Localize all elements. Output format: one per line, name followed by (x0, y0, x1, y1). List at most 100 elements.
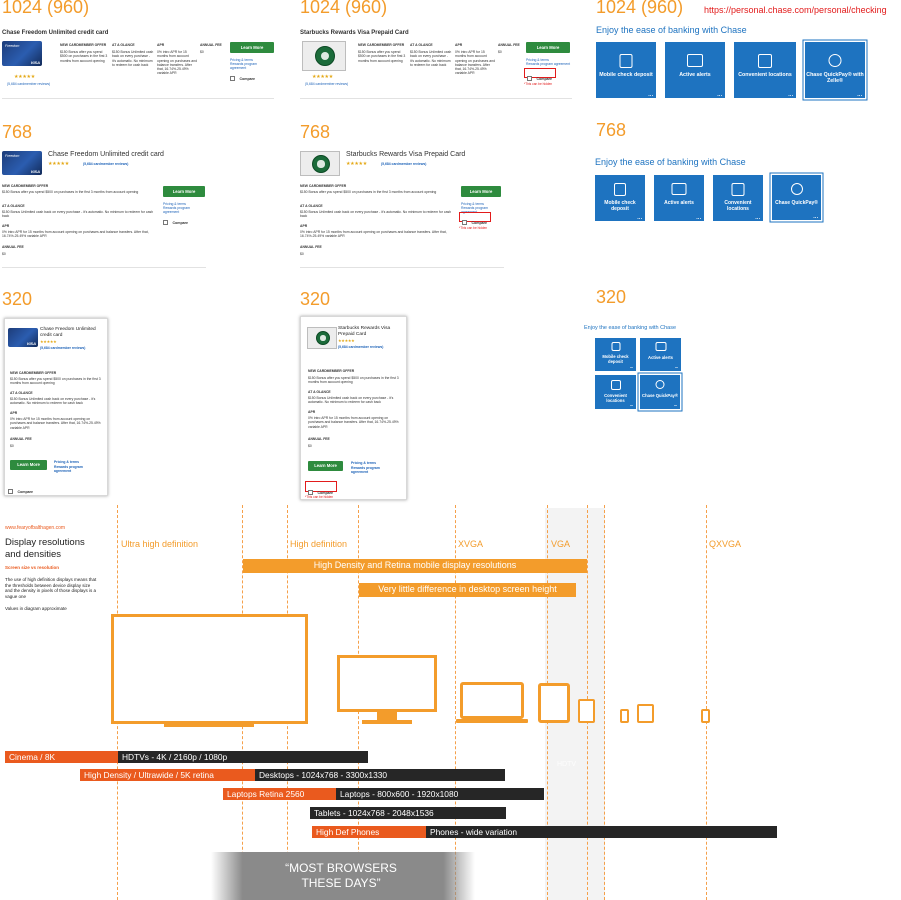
source-link[interactable]: www.fearyofbalthagen.com (5, 525, 66, 531)
bp-1024-label-a: 1024 (960) (2, 0, 90, 17)
tile-mobile-deposit-768[interactable]: Mobile check deposit ... (595, 175, 645, 221)
card-title[interactable]: Starbucks Rewards Visa Prepaid Card (300, 30, 409, 36)
phablet-icon (637, 704, 654, 723)
tile-label: Mobile check deposit (604, 200, 636, 212)
tile-active-alerts-1024[interactable]: Active alerts ... (665, 42, 725, 98)
learn-more-button[interactable]: Learn More (526, 42, 570, 53)
pricing-link[interactable]: Pricing & terms (54, 460, 80, 464)
starbucks-card-image (307, 327, 337, 349)
bp-768-label-a: 768 (2, 122, 33, 142)
pricing-link[interactable]: Pricing & terms (461, 202, 484, 206)
card-title[interactable]: Starbucks Rewards Visa Prepaid Card (346, 151, 466, 158)
rating-stars-icon: ★★★★★ (346, 161, 367, 167)
pricing-link[interactable]: Pricing & terms (351, 461, 377, 465)
category-qxvga: QXVGA (709, 539, 742, 549)
tile-quickpay-320[interactable]: Chase QuickPay® ... (640, 375, 680, 409)
card-title[interactable]: Starbucks Rewards Visa Prepaid Card (338, 326, 391, 337)
pricing-link[interactable]: Pricing & terms (163, 202, 186, 206)
card-title[interactable]: Chase Freedom Unlimited credit card (40, 327, 96, 338)
reviews-link[interactable]: (5,684 cardmember reviews) (338, 345, 384, 349)
learn-more-button[interactable]: Learn More (10, 460, 47, 470)
enjoy-heading-1024: Enjoy the ease of banking with Chase (596, 25, 747, 35)
apr-text: 0% intro APR for 15 months from account … (308, 416, 399, 429)
apr-label: APR (10, 411, 18, 415)
bar-high-density: High Density / Ultrawide / 5K retina (80, 769, 256, 781)
rewards-link[interactable]: Rewards program agreement (526, 62, 571, 66)
compare-highlight: Compare (459, 212, 491, 226)
tile-locations-320[interactable]: Convenient locations ... (595, 375, 636, 409)
tile-label: Chase QuickPay® (775, 200, 818, 206)
glance-text: $150 Bonus Unlimited cash back on every … (300, 210, 452, 219)
learn-more-button[interactable]: Learn More (308, 461, 343, 471)
col-header-fee: ANNUAL FEE (200, 43, 222, 47)
rewards-link[interactable]: Rewards program agreement (351, 466, 380, 474)
more-icon: ... (754, 212, 761, 221)
more-icon: ... (856, 89, 863, 98)
bp-320-label-c: 320 (596, 287, 627, 307)
learn-more-button[interactable]: Learn More (461, 186, 501, 197)
laptop-icon (460, 682, 524, 719)
starbucks-card-768: Starbucks Rewards Visa Prepaid Card ★★★★… (300, 150, 504, 268)
phone-icon (620, 709, 629, 723)
apr-label: APR (308, 410, 316, 414)
rewards-link[interactable]: Rewards program agreement (54, 465, 83, 473)
cinema-base (164, 724, 254, 727)
learn-more-button[interactable]: Learn More (230, 42, 274, 53)
rewards-link[interactable]: Rewards program agreement (163, 206, 190, 215)
monitor-stand (377, 712, 397, 720)
tile-locations-768[interactable]: Convenient locations ... (713, 175, 763, 221)
apr-label: APR (2, 224, 10, 228)
guide-line (455, 505, 456, 900)
reviews-link[interactable]: (5,684 cardmember reviews) (7, 82, 51, 86)
glance-text: $150 Bonus Unlimited cash back on every … (308, 396, 394, 405)
tile-mobile-deposit-1024[interactable]: Mobile check deposit ... (596, 42, 656, 98)
compare-checkbox[interactable] (462, 220, 467, 226)
desktop-monitor-icon (337, 655, 437, 712)
tile-mobile-deposit-320[interactable]: Mobile check deposit ... (595, 338, 636, 371)
more-icon: ... (647, 89, 654, 98)
card-title[interactable]: Chase Freedom Unlimited credit card (2, 30, 109, 36)
tile-quickpay-768[interactable]: Chase QuickPay® ... (772, 175, 821, 220)
hdtv-faint-label: HDTV (557, 761, 577, 768)
hidden-note: *This can be hidden (305, 495, 334, 499)
offer-label: NEW CARDMEMBER OFFER (308, 369, 355, 373)
hidden-note: *This can be hidden (524, 82, 553, 86)
col-header-apr: APR (157, 43, 165, 47)
learn-more-button[interactable]: Learn More (163, 186, 205, 197)
card-title[interactable]: Chase Freedom Unlimited credit card (48, 151, 164, 158)
divider (300, 98, 572, 99)
compare-label: Compare (471, 220, 488, 225)
compare-checkbox[interactable] (8, 489, 13, 495)
fee-text: $0 (10, 444, 14, 448)
tile-active-alerts-320[interactable]: Active alerts ... (640, 338, 681, 371)
compare-label: Compare (239, 76, 256, 81)
rewards-link[interactable]: Rewards program agreement (230, 62, 257, 71)
rating-stars-icon: ★★★★★ (40, 339, 57, 344)
pricing-link[interactable]: Pricing & terms (526, 58, 549, 62)
tile-label: Convenient locations (724, 200, 752, 212)
reviews-link[interactable]: (5,684 cardmember reviews) (305, 82, 349, 86)
starbucks-logo-icon (316, 331, 330, 345)
pricing-link[interactable]: Pricing & terms (230, 58, 253, 62)
tile-active-alerts-768[interactable]: Active alerts ... (654, 175, 704, 221)
quote-text: “MOST BROWSERS THESE DAYS” (285, 861, 397, 890)
tile-locations-1024[interactable]: Convenient locations ... (734, 42, 796, 98)
glance-label: AT A GLANCE (10, 391, 33, 395)
tile-quickpay-1024[interactable]: Chase QuickPay® with Zelle® ... (805, 42, 865, 98)
compare-checkbox[interactable] (527, 76, 532, 82)
guide-line (706, 505, 707, 900)
compare-label: Compare (172, 220, 189, 225)
reviews-link[interactable]: (5,684 cardmember reviews) (381, 162, 427, 166)
more-icon: ... (636, 212, 643, 221)
bar-cinema: Cinema / 8K (5, 751, 118, 763)
compare-checkbox[interactable] (230, 76, 235, 82)
building-icon (758, 54, 772, 68)
reviews-link[interactable]: (5,684 cardmember reviews) (83, 162, 129, 166)
infographic-note: The use of high definition displays mean… (5, 577, 97, 599)
compare-checkbox[interactable] (163, 220, 168, 226)
compare-highlight: Compare (524, 68, 556, 82)
freedom-card-image: VISA (8, 328, 38, 347)
reviews-link[interactable]: (5,684 cardmember reviews) (40, 346, 86, 350)
